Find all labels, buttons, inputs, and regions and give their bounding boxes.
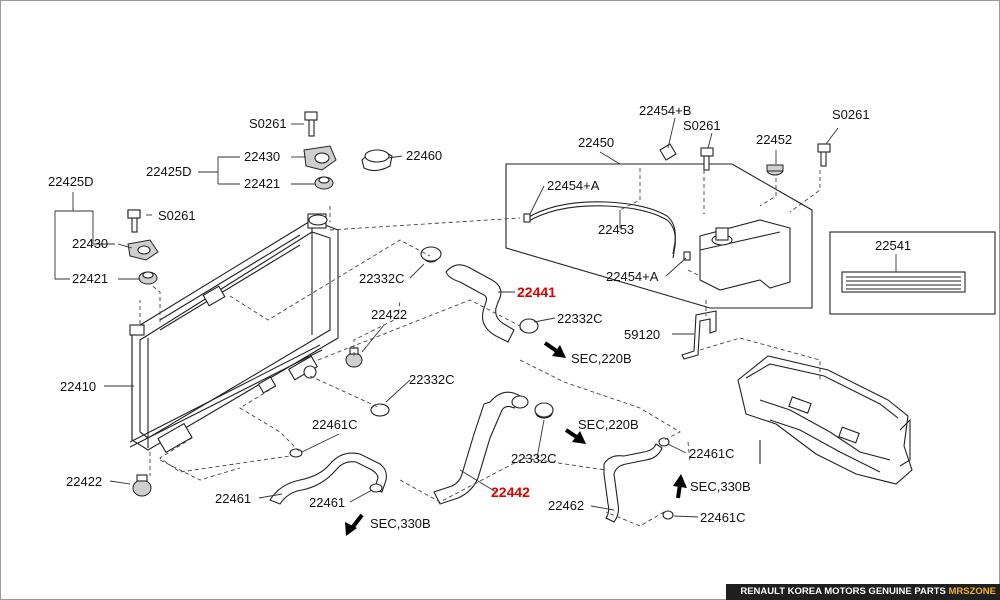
label-22430-left: 22430 [72,236,108,251]
arrow-sec220b-b [564,428,586,444]
label-22454b: 22454+B [639,103,691,118]
leader-lines [54,117,897,518]
vehicle-body-section [737,355,913,485]
label-sec220b-b: SEC,220B [578,417,639,432]
hose-22462 [603,437,674,523]
part-labels: S0261 22425D 22430 22421 22460 22425D 22… [48,103,911,531]
clamp-22332c-d [534,402,554,418]
label-22461c-a: 22461C [312,417,358,432]
label-59120: 59120 [624,327,660,342]
dashed-guides [139,168,821,527]
label-22461-b: 22461 [309,495,345,510]
label-22460: 22460 [406,148,442,163]
label-sec220b-a: SEC,220B [571,351,632,366]
label-22450: 22450 [578,135,614,150]
label-s0261-left: S0261 [158,208,196,223]
label-22425d-top: 22425D [146,164,192,179]
clamp-22332c-b [519,318,539,334]
label-22461c-c: 22461C [700,510,746,525]
label-sec330b-a: SEC,330B [370,516,431,531]
mount-22422-mid [345,347,363,368]
reservoir-group-22450 [505,143,813,360]
hose-22461 [269,448,387,505]
arrow-sec330b-b [673,474,687,499]
label-22462: 22462 [548,498,584,513]
label-22332c-b: 22332C [557,311,603,326]
cap-group-top [303,111,337,190]
label-sec330b-b: SEC,330B [690,479,751,494]
label-22541: 22541 [875,238,911,253]
label-22453: 22453 [598,222,634,237]
clamp-22332c-a [420,246,442,262]
label-s0261-right: S0261 [832,107,870,122]
label-s0261-tank: S0261 [683,118,721,133]
cap-group-left [127,209,159,285]
mount-22422-low [132,474,152,497]
label-22461c-b: 22461C [689,446,735,461]
bolt-s0261-left [127,209,141,219]
label-22442: 22442 [491,484,530,500]
label-22332c-d: 22332C [511,451,557,466]
label-s0261-top: S0261 [249,116,287,131]
label-22421-top: 22421 [244,176,280,191]
label-22452: 22452 [756,132,792,147]
label-22332c-c: 22332C [409,372,455,387]
footer-brand: MRSZONE [948,586,997,597]
label-22421-left: 22421 [72,271,108,286]
bolt-s0261-right [817,143,831,167]
arrow-sec220b-a [543,341,566,358]
label-22454a-top: 22454+A [547,178,600,193]
arrow-sec330b-a [345,513,364,536]
label-22454a-low: 22454+A [606,269,659,284]
label-22410: 22410 [60,379,96,394]
label-22441: 22441 [517,284,556,300]
label-22430-top: 22430 [244,149,280,164]
label-22461-a: 22461 [215,491,251,506]
clamp-22332c-c [370,403,390,417]
footer-banner: RENAULT KOREA MOTORS GENUINE PARTS MRSZO… [726,584,1000,600]
radiator-22410 [129,213,339,454]
label-box-22541 [829,231,996,315]
label-22332c-a: 22332C [359,271,405,286]
radiator-cap-22460 [361,149,393,172]
label-22422-low: 22422 [66,474,102,489]
label-22425d-left: 22425D [48,174,94,189]
label-22422-mid: 22422 [371,307,407,322]
footer-text: RENAULT KOREA MOTORS GENUINE PARTS [740,586,949,597]
